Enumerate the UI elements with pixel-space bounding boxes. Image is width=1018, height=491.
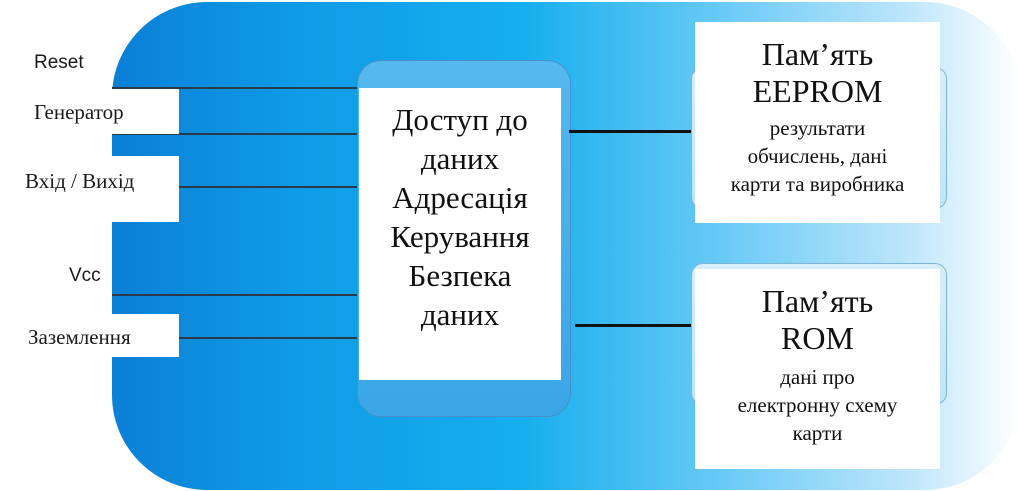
rom-desc: електронну схему bbox=[737, 393, 898, 417]
link-core-rom bbox=[575, 324, 695, 327]
eeprom-desc: карти та виробника bbox=[730, 172, 905, 196]
pin-label-generator: Генератор bbox=[34, 100, 124, 124]
core-line: Доступ до bbox=[392, 102, 528, 137]
link-core-eeprom bbox=[569, 130, 691, 133]
core-line: Адресація bbox=[392, 180, 528, 215]
core-line: Керування bbox=[390, 219, 530, 254]
pin-label-vcc: Vcc bbox=[69, 265, 101, 286]
eeprom-desc: обчислень, дані bbox=[747, 144, 888, 168]
rom-block: Пам’ять ROM дані про електронну схему ка… bbox=[695, 269, 940, 469]
pin-label-io: Вхід / Вихід bbox=[25, 169, 135, 193]
wire-ground bbox=[112, 337, 360, 339]
pin-box-io bbox=[0, 156, 179, 222]
eeprom-block: Пам’ять EEPROM результати обчислень, дан… bbox=[695, 22, 940, 223]
pin-box-ground bbox=[0, 314, 179, 357]
eeprom-title: EEPROM bbox=[752, 73, 883, 109]
eeprom-title: Пам’ять bbox=[761, 36, 874, 72]
rom-desc: дані про bbox=[780, 365, 855, 389]
pin-box-generator bbox=[0, 89, 179, 134]
rom-title: ROM bbox=[781, 320, 854, 356]
rom-title: Пам’ять bbox=[761, 283, 874, 319]
pin-label-reset: Reset bbox=[34, 52, 84, 73]
core-line: даних bbox=[420, 297, 500, 332]
core-line: Безпека bbox=[408, 258, 512, 293]
wire-io bbox=[112, 186, 360, 188]
pin-label-ground: Заземлення bbox=[28, 325, 131, 349]
eeprom-desc: результати bbox=[769, 116, 866, 140]
core-block: Доступ до даних Адресація Керування Безп… bbox=[359, 88, 561, 380]
wire-generator bbox=[112, 133, 360, 135]
wire-vcc bbox=[112, 294, 360, 296]
wire-reset bbox=[112, 87, 360, 89]
rom-desc: карти bbox=[792, 421, 843, 445]
core-line: даних bbox=[420, 141, 500, 176]
